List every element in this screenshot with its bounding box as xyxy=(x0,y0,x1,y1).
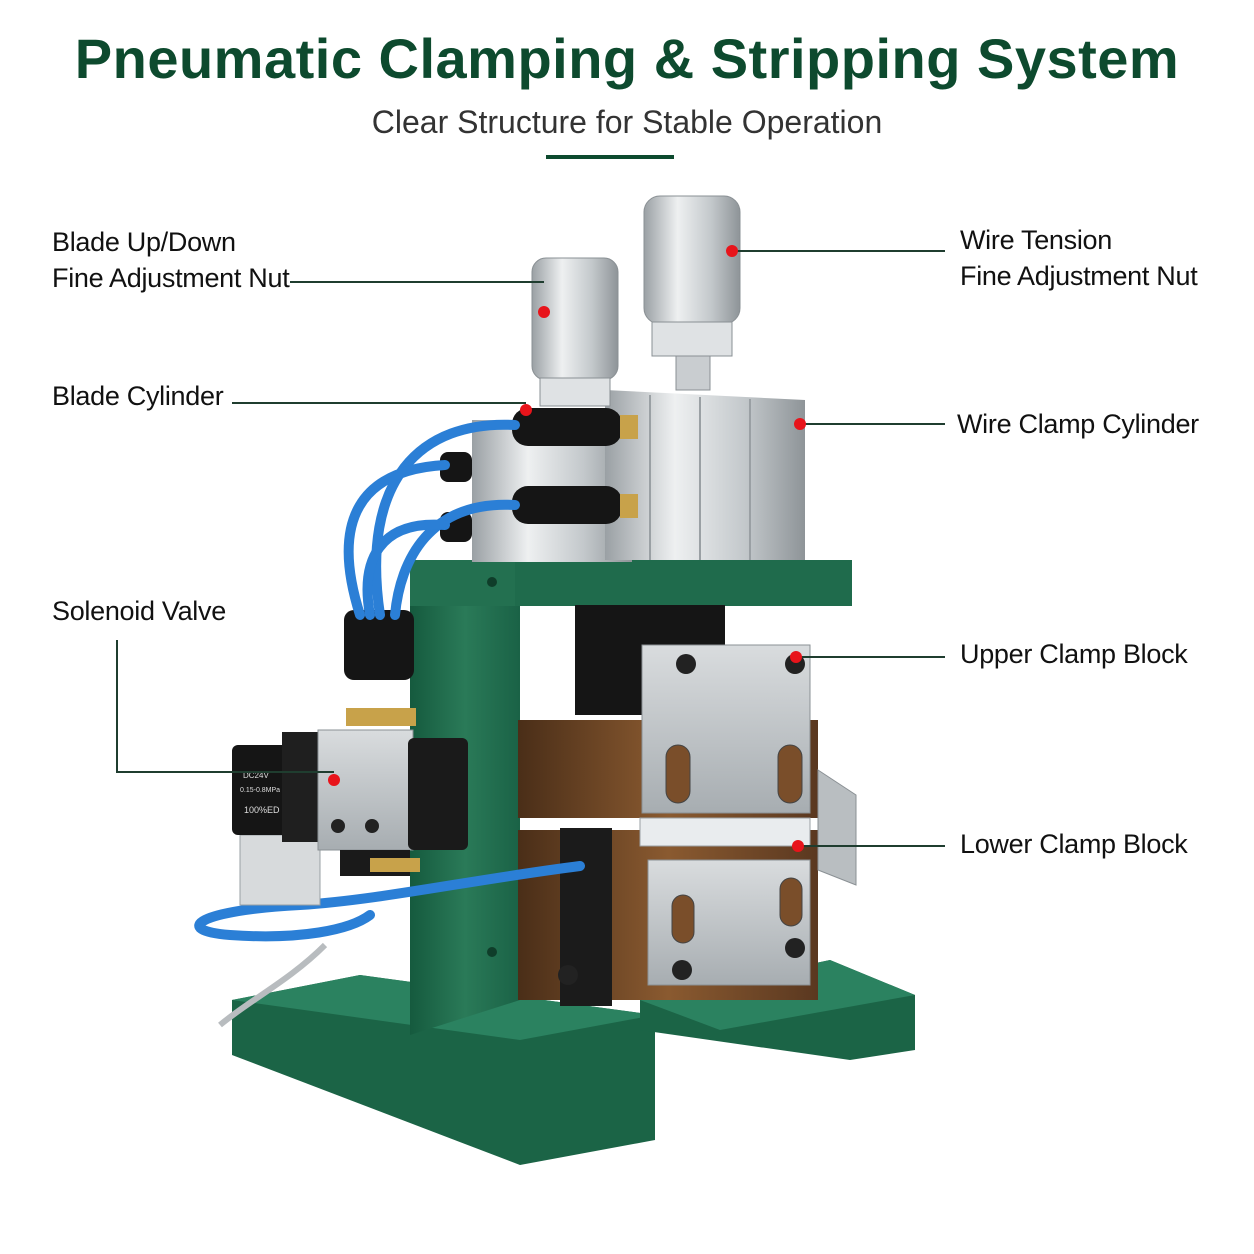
label-lower-clamp-line1: Lower Clamp Block xyxy=(960,829,1188,859)
leader-lines xyxy=(116,250,945,847)
upper-clamp-block-shape xyxy=(641,644,811,814)
marker-lower-clamp xyxy=(792,840,804,852)
label-upper-clamp-line1: Upper Clamp Block xyxy=(960,639,1188,669)
blade-adjust-knob xyxy=(531,257,619,407)
label-blade-cylinder: Blade Cylinder xyxy=(52,378,224,414)
marker-tension-nut xyxy=(726,245,738,257)
page-subtitle: Clear Structure for Stable Operation xyxy=(371,104,883,140)
label-upper-clamp: Upper Clamp Block xyxy=(960,636,1188,672)
label-solenoid-valve-line1: Solenoid Valve xyxy=(52,596,226,626)
marker-solenoid-valve xyxy=(328,774,340,786)
marker-dots xyxy=(328,245,806,852)
lower-clamp-block-shape xyxy=(558,817,811,986)
page-title: Pneumatic Clamping & Stripping System xyxy=(74,27,1180,90)
label-tension-nut-line1: Wire Tension xyxy=(960,225,1112,255)
label-blade-nut-line1: Blade Up/Down xyxy=(52,227,236,257)
label-solenoid-valve: Solenoid Valve xyxy=(52,593,226,629)
label-blade-nut-line2: Fine Adjustment Nut xyxy=(52,263,290,293)
label-clamp-cylinder-line1: Wire Clamp Cylinder xyxy=(957,409,1199,439)
label-blade-cylinder-line1: Blade Cylinder xyxy=(52,381,224,411)
label-clamp-cylinder: Wire Clamp Cylinder xyxy=(957,406,1199,442)
tension-adjust-knob xyxy=(643,195,741,391)
label-tension-nut-line2: Fine Adjustment Nut xyxy=(960,261,1198,291)
air-tubes xyxy=(194,419,585,942)
marker-blade-nut xyxy=(538,306,550,318)
solenoid-valve-shape: DC24V 0.15-0.8MPa 100%ED xyxy=(232,729,468,906)
valve-print-voltage: DC24V xyxy=(243,771,269,780)
marker-blade-cylinder xyxy=(520,404,532,416)
marker-clamp-cylinder xyxy=(794,418,806,430)
valve-print-pressure: 0.15-0.8MPa xyxy=(240,787,280,794)
air-fittings xyxy=(344,408,638,726)
power-cable xyxy=(218,942,328,1028)
valve-print-duty: 100%ED xyxy=(244,805,280,815)
label-tension-nut: Wire Tension Fine Adjustment Nut xyxy=(960,222,1198,294)
side-bracket xyxy=(817,769,857,886)
label-lower-clamp: Lower Clamp Block xyxy=(960,826,1188,862)
label-blade-nut: Blade Up/Down Fine Adjustment Nut xyxy=(52,224,290,296)
title-divider xyxy=(546,155,674,159)
marker-upper-clamp xyxy=(790,651,802,663)
